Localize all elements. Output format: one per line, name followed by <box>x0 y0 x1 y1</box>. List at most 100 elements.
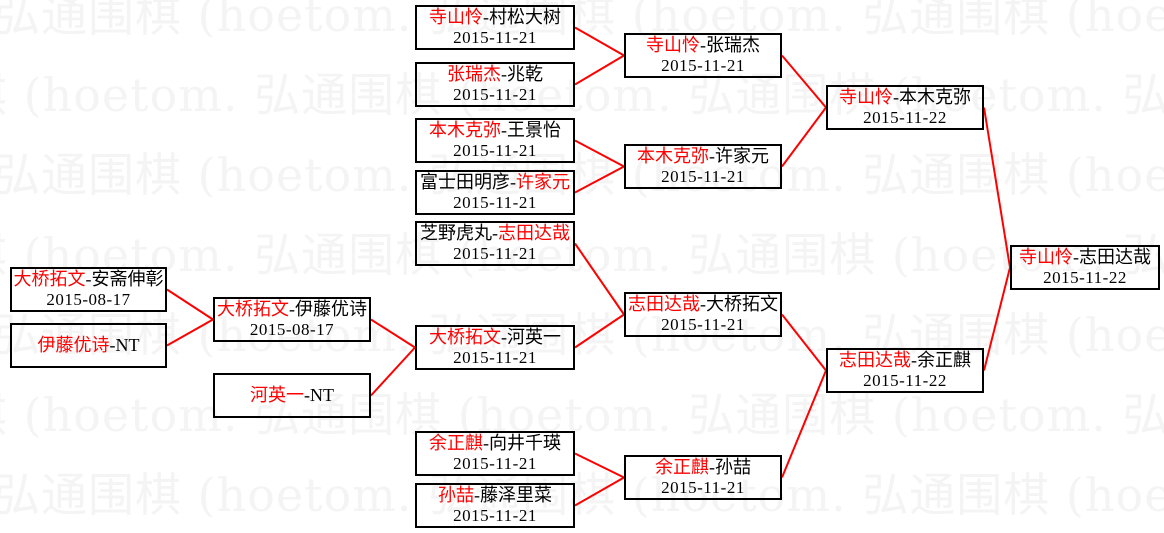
watermark-line: 弘通围棋 (hoetom. 弘通围棋 (hoetom. 弘通围棋 (hoetom… <box>0 468 1164 522</box>
player-separator: - <box>501 327 507 348</box>
loser-name: 余正麒 <box>917 350 971 371</box>
match-players: 本木克弥-王景怡 <box>429 120 561 141</box>
winner-name: 余正麒 <box>655 457 709 478</box>
match-box[interactable]: 河英一-NT <box>213 373 371 418</box>
winner-name: 志田达哉 <box>839 350 911 371</box>
match-players: 寺山怜-村松大树 <box>429 7 561 28</box>
loser-name: 安斋伸彰 <box>91 269 164 290</box>
player-separator: - <box>911 350 917 371</box>
match-box[interactable]: 伊藤优诗-NT <box>10 323 167 368</box>
loser-name: NT <box>115 335 140 356</box>
loser-name: 张瑞杰 <box>706 35 760 56</box>
match-players: 伊藤优诗-NT <box>38 335 140 356</box>
bracket-connector <box>983 267 1011 371</box>
loser-name: 村松大树 <box>489 7 561 28</box>
watermark-line: 弘通围棋 (hoetom. 弘通围棋 (hoetom. 弘通围棋 (hoetom… <box>0 148 1164 202</box>
match-players: 芝野虎丸-志田达哉 <box>420 223 570 244</box>
match-players: 志田达哉-余正麒 <box>839 350 971 371</box>
player-separator: - <box>492 223 498 244</box>
bracket-connector <box>781 106 827 168</box>
winner-name: 大桥拓文 <box>13 269 86 290</box>
match-players: 河英一-NT <box>250 385 334 406</box>
winner-name: 孙喆 <box>438 485 474 506</box>
match-date: 2015-08-17 <box>249 320 335 340</box>
winner-name: 寺山怜 <box>839 87 893 108</box>
match-date: 2015-11-22 <box>1043 268 1127 288</box>
winner-name: 志田达哉 <box>628 294 700 315</box>
match-players: 余正麒-孙喆 <box>655 457 751 478</box>
winner-name: 余正麒 <box>429 433 483 454</box>
match-date: 2015-11-21 <box>661 56 745 76</box>
match-date: 2015-11-21 <box>453 193 537 213</box>
bracket-connector <box>574 165 625 194</box>
match-date: 2015-11-21 <box>453 348 537 368</box>
loser-name: 藤泽里菜 <box>480 485 552 506</box>
bracket-connector <box>983 107 1011 268</box>
match-players: 孙喆-藤泽里菜 <box>438 485 552 506</box>
player-separator: - <box>501 64 507 85</box>
bracket-connector <box>574 139 625 168</box>
match-players: 张瑞杰-兆乾 <box>447 64 543 85</box>
match-date: 2015-11-21 <box>453 244 537 264</box>
match-players: 寺山怜-志田达哉 <box>1019 247 1151 268</box>
bracket-connector <box>166 288 214 321</box>
watermark-line: 弘通围棋 (hoetom. 弘通围棋 (hoetom. 弘通围棋 (hoetom… <box>0 388 1164 442</box>
match-players: 寺山怜-张瑞杰 <box>646 35 760 56</box>
player-separator: - <box>109 335 116 356</box>
winner-name: 志田达哉 <box>498 223 570 244</box>
watermark-line: 弘通围棋 (hoetom. 弘通围棋 (hoetom. 弘通围棋 (hoetom… <box>0 228 1164 282</box>
match-players: 本木克弥-许家元 <box>637 146 769 167</box>
bracket-connector <box>574 26 625 57</box>
match-date: 2015-11-21 <box>453 28 537 48</box>
bracket-connector <box>166 318 214 347</box>
winner-name: 伊藤优诗 <box>37 335 110 356</box>
winner-name: 大桥拓文 <box>217 299 289 320</box>
match-players: 志田达哉-大桥拓文 <box>628 294 778 315</box>
match-players: 大桥拓文-安斋伸彰 <box>14 269 164 290</box>
watermark-line: 弘通围棋 (hoetom. 弘通围棋 (hoetom. 弘通围棋 (hoetom… <box>0 308 1164 362</box>
player-separator: - <box>289 299 295 320</box>
match-date: 2015-11-21 <box>661 315 745 335</box>
player-separator: - <box>700 35 706 56</box>
bracket-connector <box>574 476 625 507</box>
bracket-connector <box>574 313 625 349</box>
player-separator: - <box>85 269 92 290</box>
bracket-connector <box>781 313 827 372</box>
match-players: 富士田明彦-许家元 <box>420 172 570 193</box>
loser-name: 孙喆 <box>715 457 751 478</box>
bracket-connector <box>370 346 416 397</box>
player-separator: - <box>700 294 706 315</box>
bracket-connector <box>574 54 625 86</box>
match-date: 2015-11-21 <box>453 454 537 474</box>
player-separator: - <box>893 87 899 108</box>
match-date: 2015-11-21 <box>453 141 537 161</box>
watermark-line: 弘通围棋 (hoetom. 弘通围棋 (hoetom. 弘通围棋 (hoetom… <box>0 68 1164 122</box>
winner-name: 河英一 <box>250 385 304 406</box>
winner-name: 寺山怜 <box>429 7 483 28</box>
winner-name: 本木克弥 <box>637 146 709 167</box>
match-players: 大桥拓文-河英一 <box>429 327 561 348</box>
player-separator: - <box>483 433 489 454</box>
match-date: 2015-11-21 <box>661 478 745 498</box>
bracket-connector <box>781 370 827 478</box>
